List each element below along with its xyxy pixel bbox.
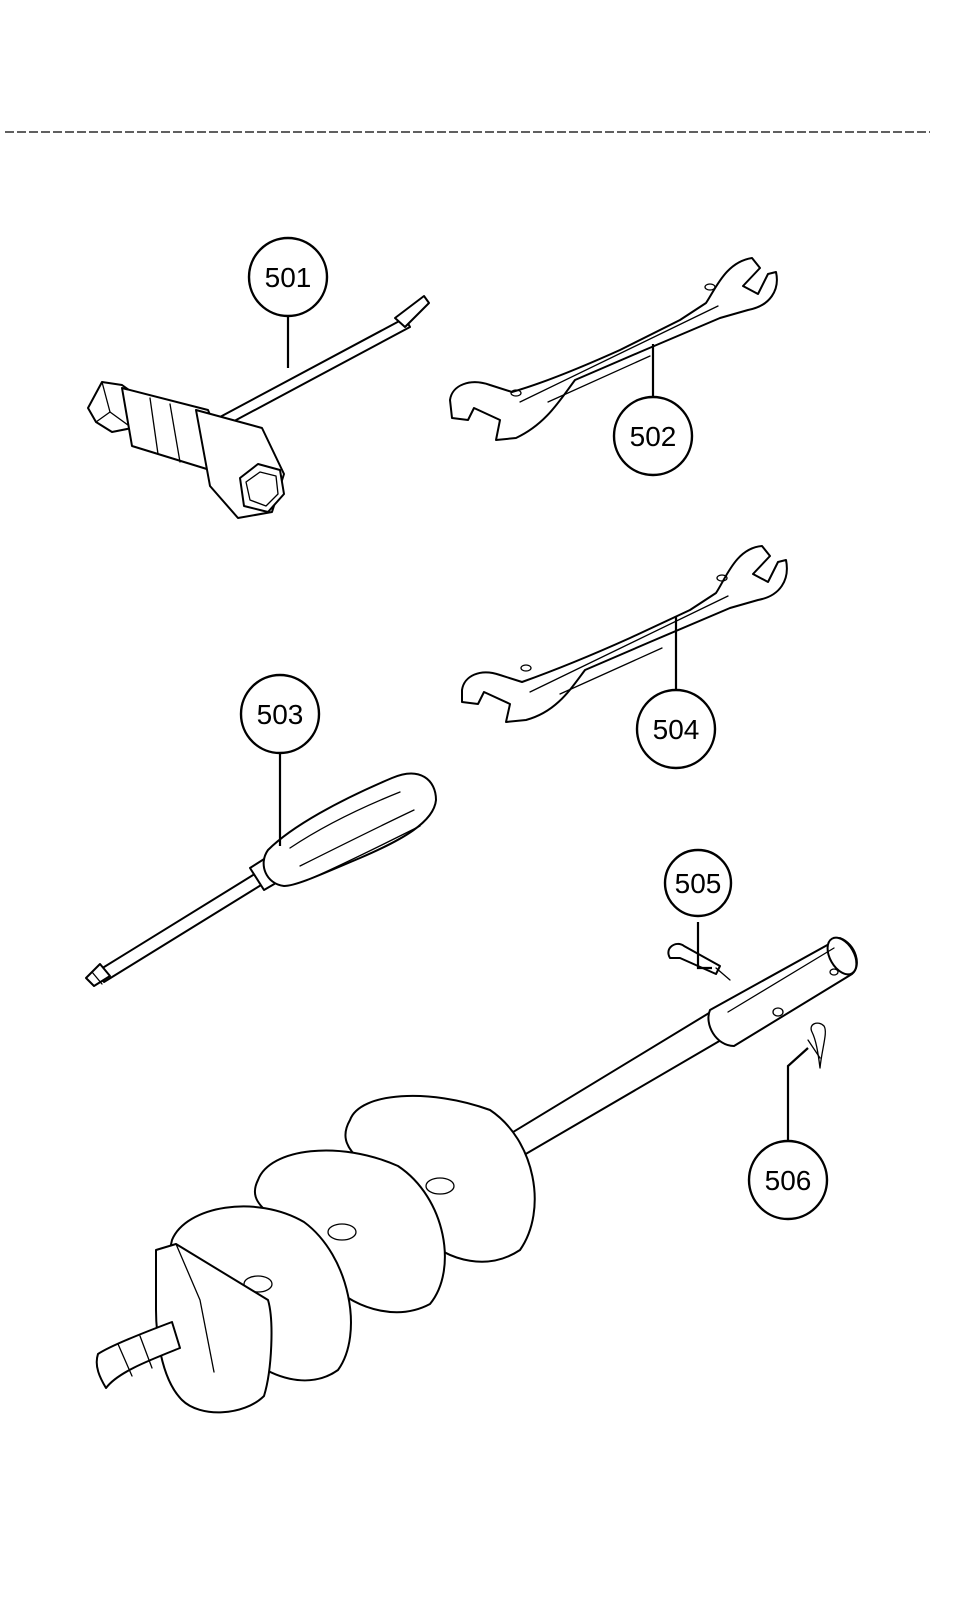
callout-505: 505 — [663, 848, 733, 970]
callout-505-label: 505 — [675, 868, 722, 899]
callout-501: 501 — [247, 236, 329, 368]
callout-502-label: 502 — [630, 421, 677, 452]
screwdriver-drawing — [85, 772, 437, 987]
callout-506-label: 506 — [765, 1165, 812, 1196]
auger-drawing — [95, 936, 858, 1414]
callout-502: 502 — [612, 344, 694, 477]
callout-506: 506 — [747, 1047, 829, 1221]
callout-501-label: 501 — [265, 262, 312, 293]
wrench-504-drawing — [461, 545, 788, 723]
wrench-502-drawing — [449, 257, 778, 441]
callout-504-label: 504 — [653, 714, 700, 745]
callout-504: 504 — [635, 616, 717, 770]
spark-plug-wrench-drawing — [87, 295, 430, 519]
callout-503-label: 503 — [257, 699, 304, 730]
callout-503: 503 — [239, 673, 321, 846]
